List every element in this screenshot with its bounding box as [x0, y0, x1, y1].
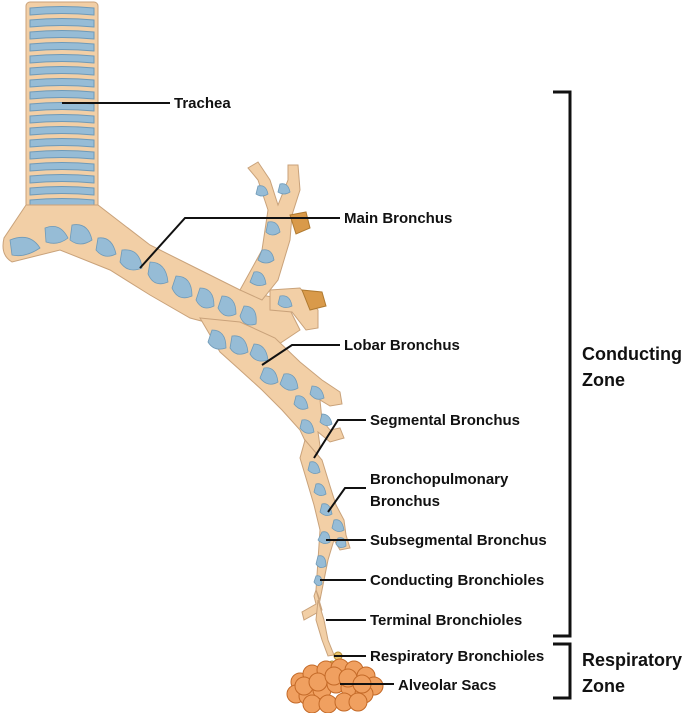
cartilage-ring — [29, 150, 95, 160]
label-bronchopulmonary-line1: Bronchopulmonary — [370, 471, 509, 488]
cartilage-ring — [29, 102, 95, 112]
leader-bronchopulmonary-bronchus — [327, 487, 366, 513]
cartilage-ring — [29, 90, 95, 100]
cartilage-ring — [29, 126, 95, 136]
respiratory-zone-label-line2: Zone — [582, 676, 625, 696]
cartilage-ring — [29, 78, 95, 88]
label-bronchopulmonary-line2: Bronchus — [370, 493, 440, 510]
alveolus — [308, 672, 328, 692]
conducting-zone-label-line2: Zone — [582, 370, 625, 390]
label-subsegmental-bronchus: Subsegmental Bronchus — [370, 532, 547, 549]
label-alveolar-sacs: Alveolar Sacs — [398, 677, 496, 694]
trachea-tube — [25, 1, 99, 213]
cartilage-ring — [29, 18, 95, 28]
labels: Trachea Main Bronchus Lobar Bronchus Seg… — [174, 95, 547, 694]
label-conducting-bronchioles: Conducting Bronchioles — [370, 572, 544, 589]
alveolar-sacs-cluster — [286, 658, 384, 713]
zone-brackets: Conducting Zone Respiratory Zone — [553, 90, 682, 700]
cartilage-ring — [29, 174, 95, 184]
lobar-bronchus-body — [199, 317, 345, 464]
cartilage-ring — [29, 66, 95, 76]
cartilage-ring — [29, 138, 95, 148]
cartilage-ring — [29, 186, 95, 196]
cartilage-ring — [29, 162, 95, 172]
label-respiratory-bronchioles: Respiratory Bronchioles — [370, 648, 544, 665]
alveolus — [302, 694, 322, 713]
label-trachea: Trachea — [174, 95, 231, 112]
main-bronchus-body — [2, 204, 301, 351]
segmental-branches — [299, 438, 351, 602]
alveolus — [348, 692, 368, 712]
conducting-zone-bracket — [553, 90, 572, 638]
cartilage-ring — [29, 30, 95, 40]
label-main-bronchus: Main Bronchus — [344, 210, 452, 227]
label-segmental-bronchus: Segmental Bronchus — [370, 412, 520, 429]
leader-segmental-bronchus — [313, 419, 366, 459]
label-lobar-bronchus: Lobar Bronchus — [344, 337, 460, 354]
leader-lines — [62, 102, 394, 685]
cartilage-ring — [29, 42, 95, 52]
cartilage-ring — [29, 6, 95, 16]
alveolus — [318, 694, 338, 713]
leader-lobar-bronchus — [261, 344, 340, 366]
cartilage-ring — [29, 54, 95, 64]
label-terminal-bronchioles: Terminal Bronchioles — [370, 612, 522, 629]
cartilage-ring — [29, 114, 95, 124]
bronchioles — [301, 588, 343, 668]
conducting-zone-label-line1: Conducting — [582, 344, 682, 364]
respiratory-zone-bracket — [553, 642, 572, 700]
respiratory-zone-label-line1: Respiratory — [582, 650, 682, 670]
upper-lobe-branch — [239, 161, 327, 331]
leader-main-bronchus — [139, 217, 340, 269]
